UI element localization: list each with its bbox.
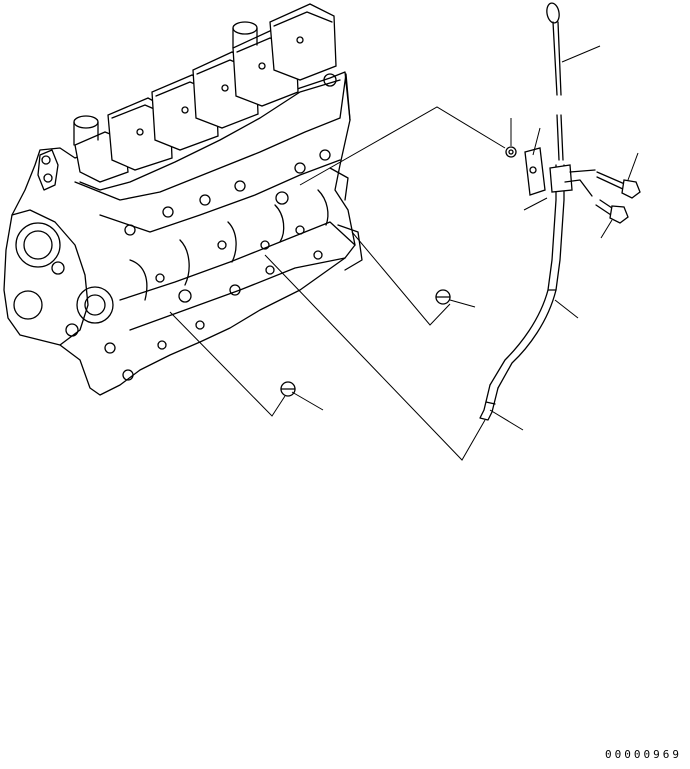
engine-block xyxy=(4,4,362,395)
dipstick-guide-tube xyxy=(490,165,556,385)
drawing-number: 00000969 xyxy=(605,748,682,761)
rocker-cover-6 xyxy=(270,4,336,86)
dipstick-assembly xyxy=(480,2,640,420)
bolt-upper xyxy=(597,172,640,198)
washer xyxy=(506,147,516,157)
bolt-lower xyxy=(596,200,628,223)
leader-lines xyxy=(170,46,638,460)
dipstick-ring xyxy=(545,2,560,24)
dipstick-rod xyxy=(553,22,557,95)
plug-parts xyxy=(281,290,450,396)
